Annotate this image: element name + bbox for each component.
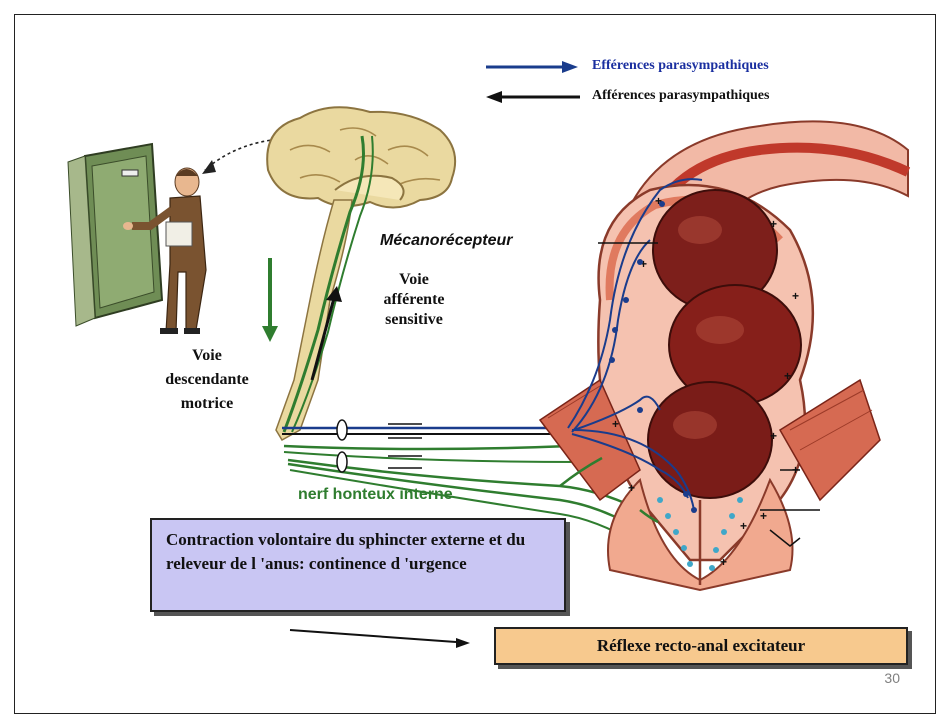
reflex-text: Réflexe recto-anal excitateur xyxy=(496,629,906,662)
mecanorecepteur-label: Mécanorécepteur xyxy=(380,232,513,250)
svg-text:+: + xyxy=(740,519,747,533)
rectum-illustration: +++ +++ +++ +++ xyxy=(540,121,908,590)
ascending-pathway-label: Voie afférente sensitive xyxy=(364,270,464,330)
reflex-arrow xyxy=(290,630,456,642)
svg-text:+: + xyxy=(792,289,799,303)
legend-afferent-label: Afférences parasympathiques xyxy=(592,88,769,104)
descending-pathway-label: Voie descendante motrice xyxy=(150,344,264,416)
page-number: 30 xyxy=(884,670,900,686)
man-at-door-illustration xyxy=(68,144,206,334)
nerf-honteux-label: nerf honteux interne xyxy=(298,486,453,504)
svg-text:+: + xyxy=(770,217,777,231)
reflex-box: Réflexe recto-anal excitateur xyxy=(494,627,908,665)
voluntary-contraction-box: Contraction volontaire du sphincter exte… xyxy=(150,518,566,612)
svg-text:+: + xyxy=(628,481,635,495)
svg-text:+: + xyxy=(720,555,727,569)
svg-text:+: + xyxy=(612,417,619,431)
svg-text:+: + xyxy=(770,429,777,443)
svg-text:+: + xyxy=(760,509,767,523)
legend-efferent-label: Efférences parasympathiques xyxy=(592,58,769,74)
svg-text:+: + xyxy=(784,369,791,383)
voluntary-contraction-text: Contraction volontaire du sphincter exte… xyxy=(152,520,564,584)
